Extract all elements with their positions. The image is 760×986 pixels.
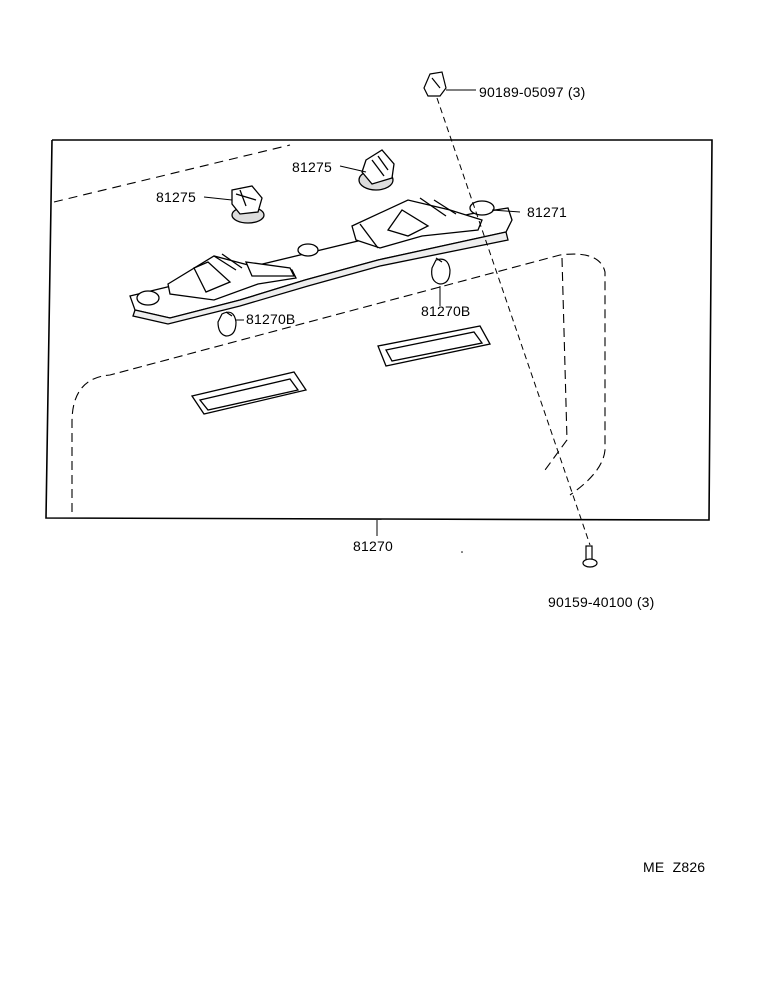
part-label-cover-right: 81275 xyxy=(292,159,332,175)
part-label-cover-left: 81275 xyxy=(156,189,196,205)
leader-lines xyxy=(203,89,591,546)
part-label-bulb-right: 81270B xyxy=(421,303,471,319)
license-lamp-assembly xyxy=(129,197,513,325)
bulb-right xyxy=(431,257,451,285)
figure-code: ME Z826 xyxy=(643,859,706,875)
part-label-screw: 90159-40100 (3) xyxy=(548,594,655,610)
part-label-lamp-assembly: 81271 xyxy=(527,204,567,220)
lamp-lens-left xyxy=(190,371,308,415)
clip-part xyxy=(423,71,447,97)
lamp-lens-right xyxy=(377,325,491,367)
part-label-bulb-left: 81270B xyxy=(246,311,296,327)
bulb-left xyxy=(217,311,237,337)
door-panel xyxy=(45,139,713,521)
socket-cover-left xyxy=(231,185,265,224)
part-label-clip: 90189-05097 (3) xyxy=(479,84,586,100)
screw-part xyxy=(582,545,598,568)
part-label-lamp-main: 81270 xyxy=(353,538,393,554)
socket-cover-right xyxy=(358,149,395,191)
